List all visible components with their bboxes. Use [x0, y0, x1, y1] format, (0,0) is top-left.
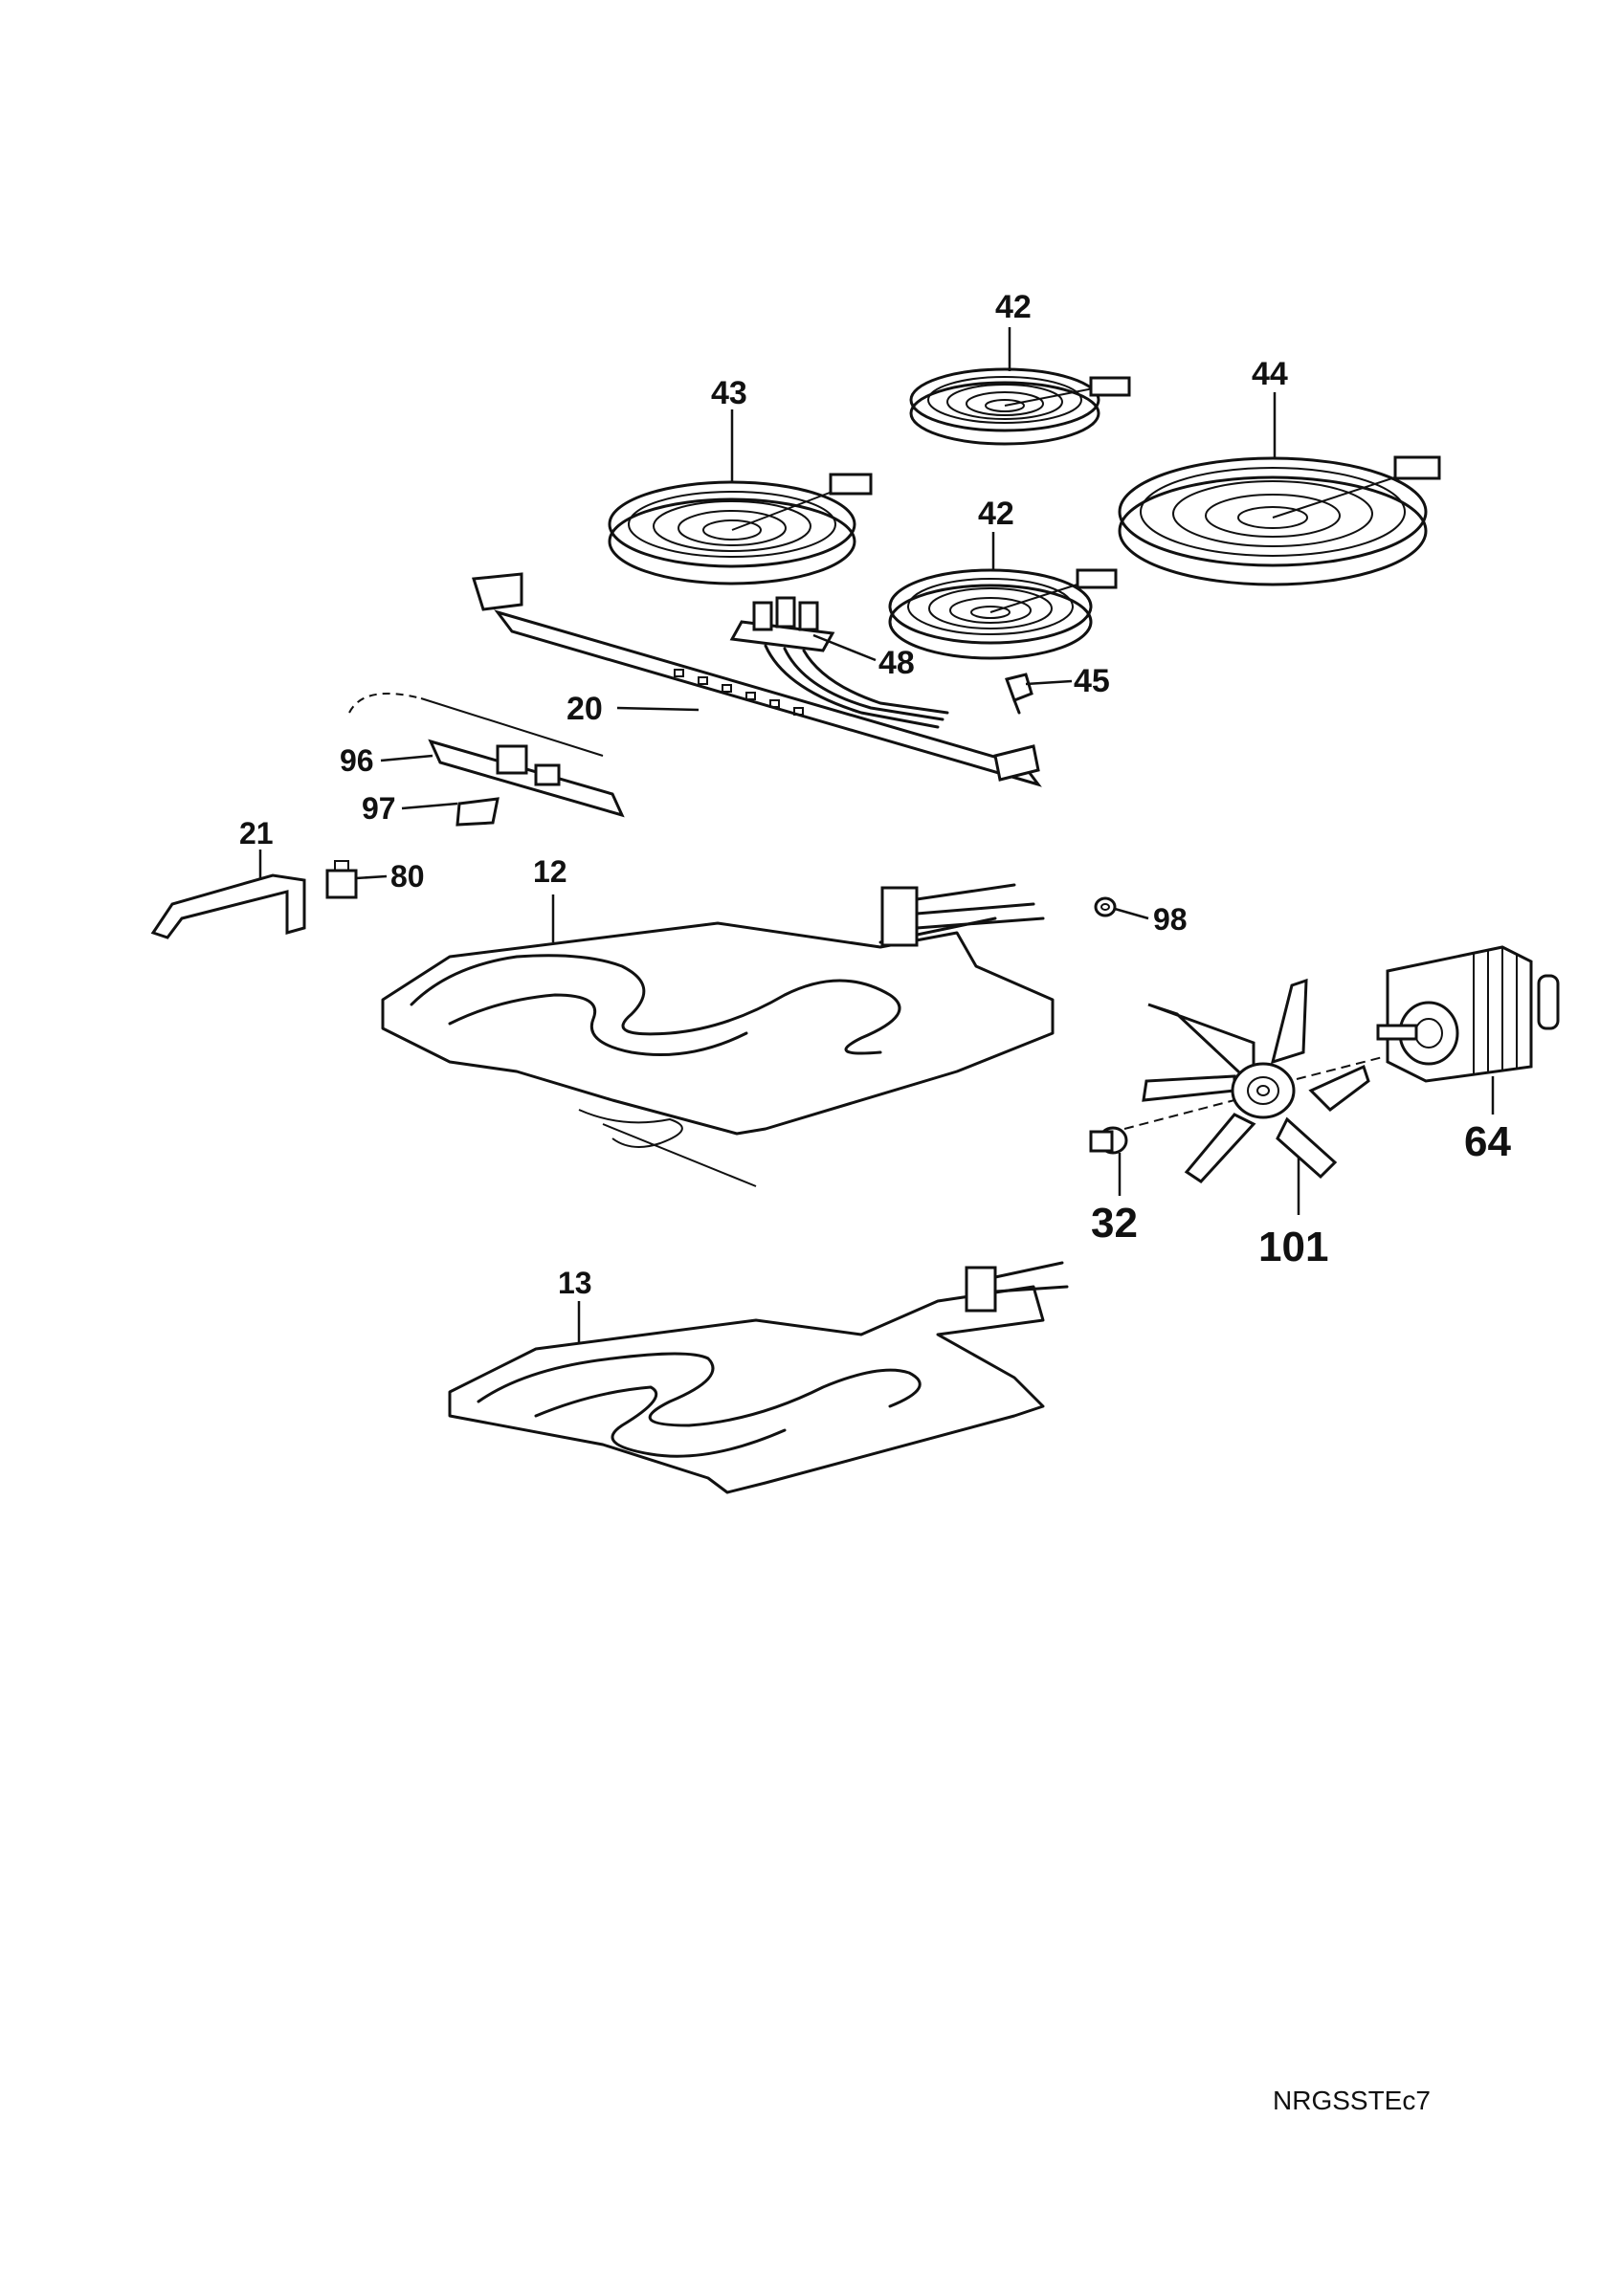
leader-98 — [1114, 907, 1149, 920]
leader-45 — [1025, 679, 1073, 686]
callout-96: 96 — [340, 743, 374, 778]
leader-20 — [616, 706, 700, 712]
leader-48 — [812, 633, 877, 662]
callout-13: 13 — [558, 1266, 592, 1300]
terminal-block-48 — [729, 596, 949, 729]
hob-element-42-top — [909, 367, 1131, 446]
callout-42-top: 42 — [995, 289, 1032, 325]
clip-45 — [1005, 673, 1033, 715]
part-80 — [325, 860, 358, 899]
leader-80 — [355, 874, 388, 880]
nut-98 — [1094, 896, 1117, 917]
leader-97 — [401, 802, 458, 810]
hob-element-43 — [608, 473, 873, 585]
callout-44: 44 — [1252, 356, 1288, 392]
callout-32: 32 — [1091, 1200, 1138, 1247]
callout-48: 48 — [878, 645, 915, 681]
hob-element-42-lower — [888, 568, 1118, 660]
callout-12: 12 — [533, 854, 567, 889]
fan-motor-64 — [1376, 945, 1560, 1083]
bracket-21 — [150, 873, 306, 939]
part-97 — [455, 797, 500, 827]
callout-64: 64 — [1464, 1118, 1511, 1165]
callout-43: 43 — [711, 375, 747, 411]
drawing-code: NRGSSTEc7 — [1273, 2086, 1431, 2115]
lower-element-13 — [448, 1261, 1069, 1494]
callout-42-lower: 42 — [978, 496, 1014, 532]
fan-101 — [1123, 978, 1384, 1183]
callout-45: 45 — [1074, 663, 1110, 699]
hob-element-44 — [1118, 455, 1441, 586]
callout-98: 98 — [1153, 902, 1188, 937]
bracket-bar-20 — [472, 572, 1042, 787]
callout-21: 21 — [239, 816, 274, 850]
leader-96 — [380, 754, 433, 762]
callout-20: 20 — [567, 691, 603, 727]
grill-element-12 — [381, 883, 1055, 1136]
callout-101: 101 — [1258, 1224, 1328, 1270]
sketch-mark — [578, 1109, 757, 1187]
callout-80: 80 — [390, 859, 425, 894]
cap-32 — [1089, 1126, 1128, 1155]
callout-97: 97 — [362, 791, 396, 826]
switch-bracket-96 — [348, 693, 625, 818]
